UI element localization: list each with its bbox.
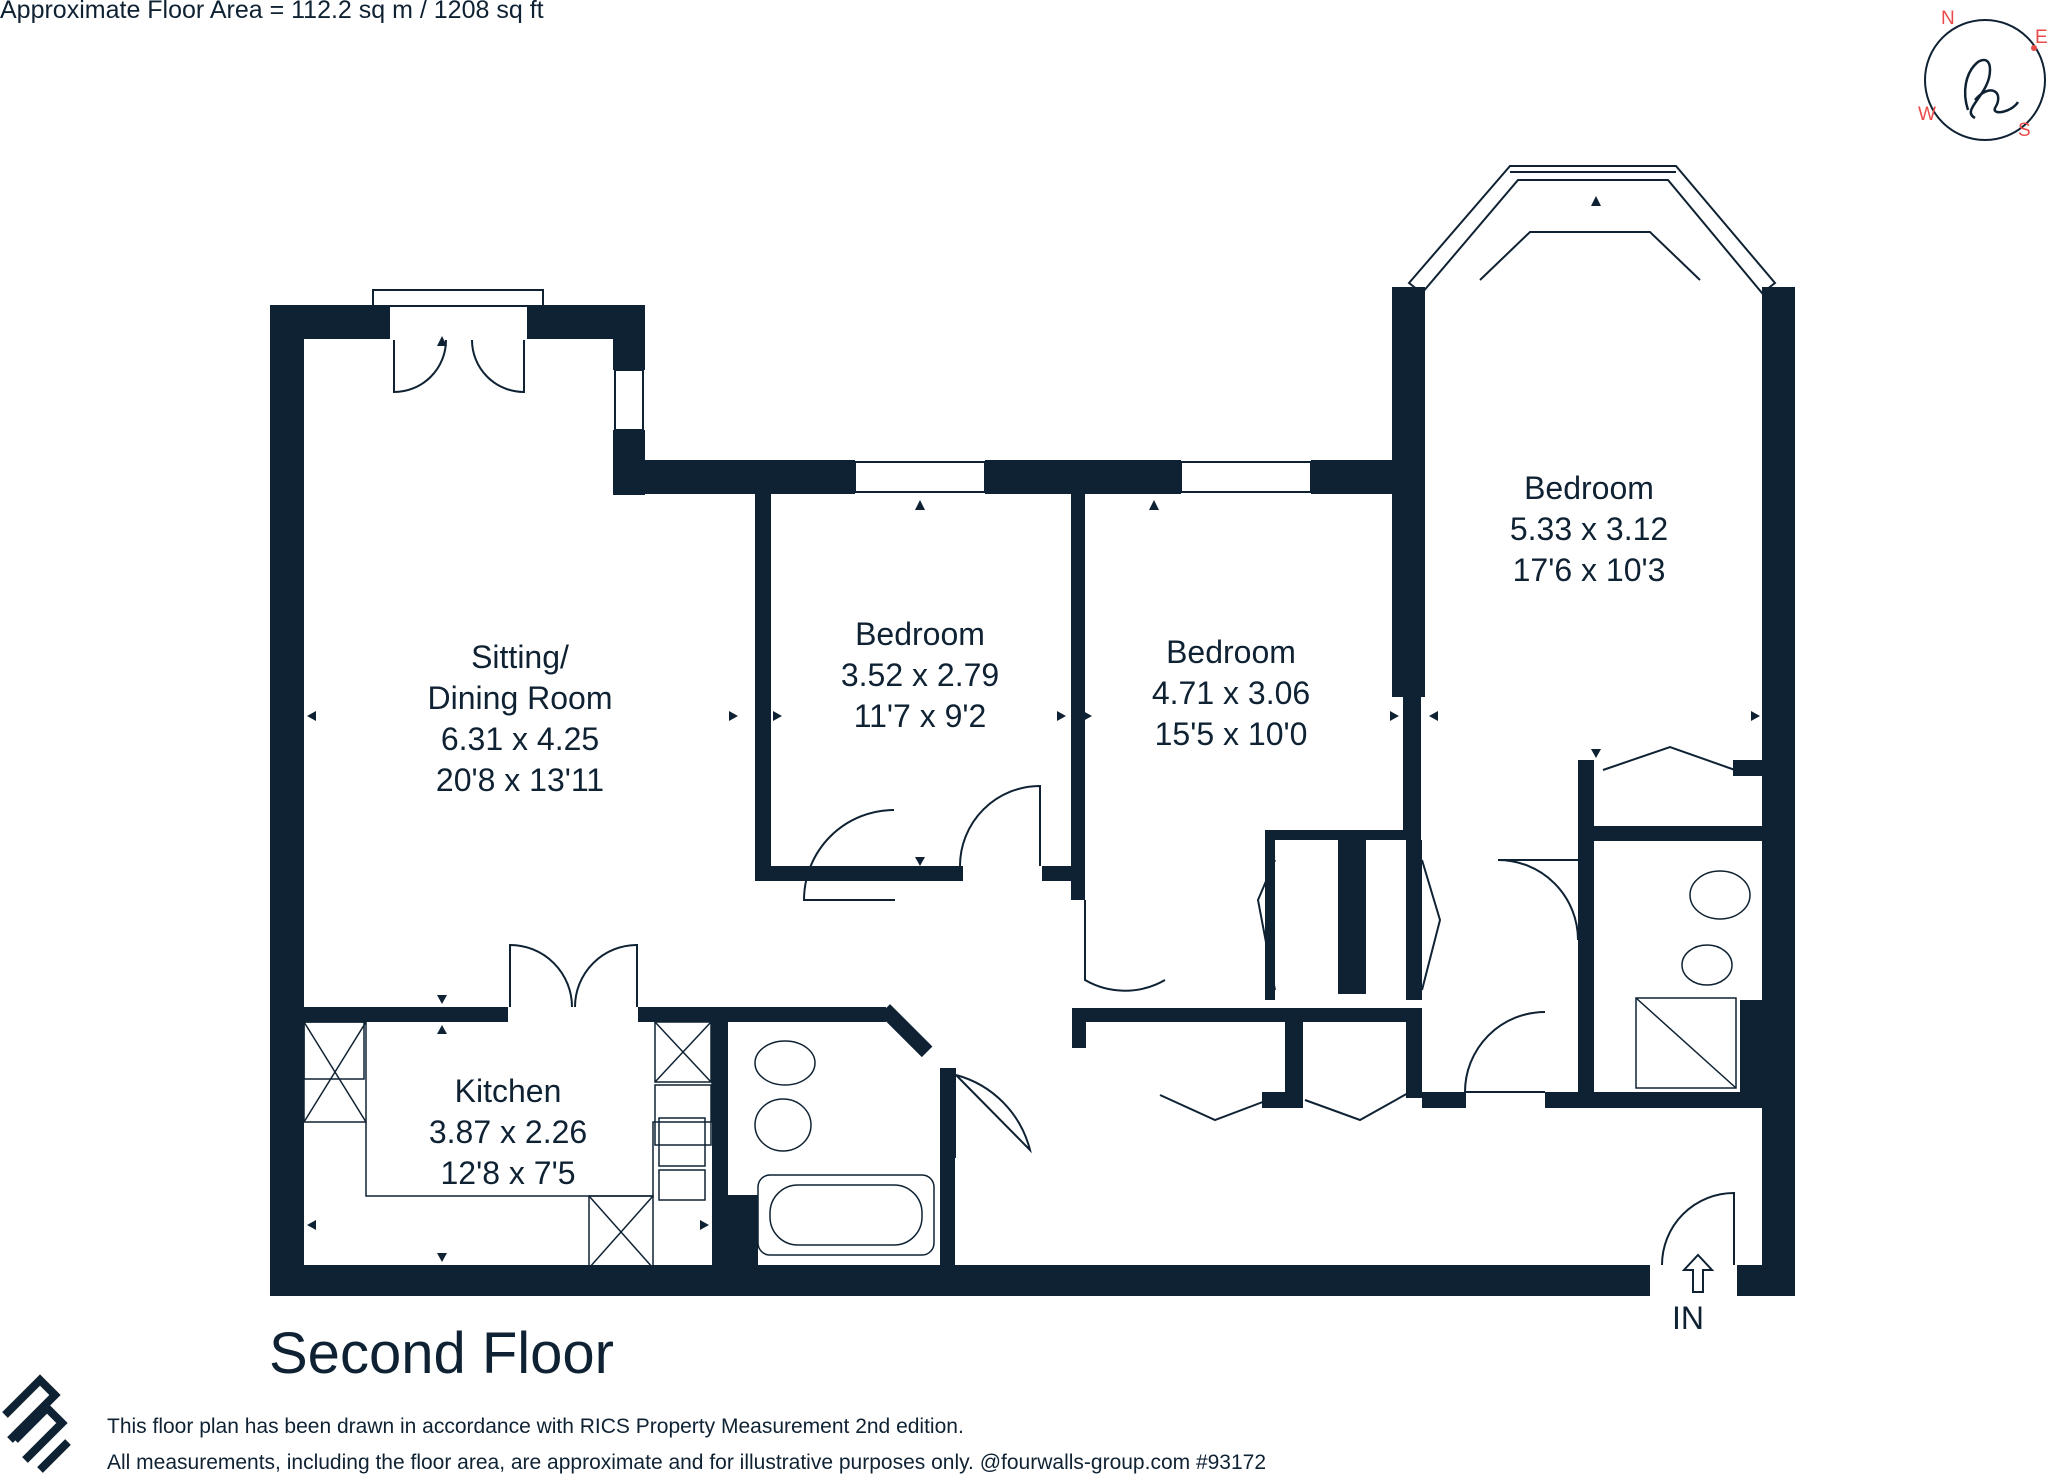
wall-ensuite-stub <box>1578 760 1594 782</box>
door-wardrobe-b <box>1421 859 1442 991</box>
wall-wardrobe-divider <box>1338 840 1366 994</box>
wall-hall-cupboard <box>1285 1008 1303 1108</box>
room-dimensions-imperial: 17'6 x 10'3 <box>1512 552 1666 588</box>
room-label-bedroom-3: Bedroom 5.33 x 3.12 17'6 x 10'3 <box>1474 468 1704 591</box>
bay-window <box>1407 165 1777 295</box>
window-bedroom2 <box>1180 461 1312 493</box>
floor-title: Second Floor <box>269 1321 614 1386</box>
wall-hall-stub <box>1072 1008 1086 1048</box>
room-dimensions-imperial: 11'7 x 9'2 <box>853 698 987 734</box>
entrance-label: IN <box>1672 1300 1704 1336</box>
wall-bedroom2-bottom <box>1265 830 1421 840</box>
wall-wardrobe-top <box>1733 760 1795 776</box>
entrance-arrow <box>1681 1253 1715 1293</box>
door-sitting <box>802 809 895 901</box>
wall-bath-right <box>940 1068 956 1158</box>
wall-top-mid-b <box>985 460 1181 494</box>
room-dimensions-metric: 6.31 x 4.25 <box>440 721 600 757</box>
door-wardrobe-a <box>1256 859 1276 991</box>
compass-north-label: N <box>1941 8 1955 29</box>
wall-bath-low <box>728 1195 758 1270</box>
footer-note-rics: This floor plan has been drawn in accord… <box>107 1415 964 1438</box>
footer-note-disclaimer: All measurements, including the floor ar… <box>107 1451 1267 1474</box>
compass-logo <box>1924 19 2046 141</box>
wall-bedroom2-right <box>1403 490 1421 840</box>
wall-bedroom1-bottom-b <box>1042 866 1072 881</box>
wall-kitchen-top-a <box>270 1007 508 1022</box>
wall-ensuite-bottom <box>1545 1092 1795 1108</box>
wall-bath-right-b <box>940 1158 955 1268</box>
room-dimensions-metric: 3.52 x 2.79 <box>840 657 1000 693</box>
room-dimensions-imperial: 20'8 x 13'11 <box>435 762 605 798</box>
door-cupboard-a <box>1159 1094 1269 1122</box>
windows <box>372 289 1312 493</box>
wall-hall-right <box>1406 1008 1422 1098</box>
wall-bath-top-b <box>879 1004 933 1058</box>
room-dimensions-imperial: 12'8 x 7'5 <box>440 1155 576 1191</box>
room-label-bedroom-1: Bedroom 3.52 x 2.79 11'7 x 9'2 <box>805 614 1035 737</box>
door-entrance <box>1661 1191 1735 1266</box>
wall-ensuite-left <box>1578 760 1594 1092</box>
bathroom-fittings <box>754 870 1751 1256</box>
door-bedroom2 <box>1084 900 1166 992</box>
door-bedroom1 <box>959 784 1041 867</box>
wall-bath-top <box>712 1007 886 1022</box>
compass-west-label: W <box>1918 104 1936 125</box>
door-balcony-left <box>393 339 447 394</box>
room-name: Kitchen <box>454 1073 562 1109</box>
room-label-bedroom-2: Bedroom 4.71 x 3.06 15'5 x 10'0 <box>1116 632 1346 755</box>
room-name: Sitting/ <box>471 639 569 675</box>
room-name: Dining Room <box>427 680 613 716</box>
wall-ensuite-top <box>1578 826 1795 841</box>
wall-top-left-a <box>270 305 390 339</box>
window-bedroom1 <box>854 461 986 493</box>
room-dimensions-imperial: 15'5 x 10'0 <box>1154 716 1308 752</box>
wall-kitchen-right <box>712 1022 728 1272</box>
wall-wardrobe-right <box>1406 840 1422 1000</box>
room-label-kitchen: Kitchen 3.87 x 2.26 12'8 x 7'5 <box>393 1071 623 1194</box>
room-dimensions-metric: 5.33 x 3.12 <box>1509 511 1669 547</box>
wall-bedroom1-left <box>755 490 771 880</box>
floor-area-caption: Approximate Floor Area = 112.2 sq m / 12… <box>0 0 544 24</box>
door-wardrobe-c <box>1602 745 1736 771</box>
wall-bedroom1-right <box>1071 490 1085 900</box>
door-kitchen-left <box>509 943 573 1008</box>
room-name: Bedroom <box>1524 470 1654 506</box>
door-cupboard-b <box>1304 1091 1411 1122</box>
wall-hall-bottom-b <box>1422 1092 1466 1108</box>
wall-ensuite-right-thick <box>1740 1000 1795 1100</box>
room-name: Bedroom <box>1166 634 1296 670</box>
room-dimensions-metric: 4.71 x 3.06 <box>1151 675 1311 711</box>
compass-east-label: E <box>2035 27 2048 48</box>
wall-top-mid-a <box>613 460 855 494</box>
dimension-markers <box>307 196 1760 1262</box>
fourwalls-logo <box>2 1374 71 1473</box>
door-swings <box>393 339 1736 1266</box>
wall-left-outer <box>270 305 304 1295</box>
door-bathroom <box>955 1074 1032 1154</box>
window-balcony <box>372 289 544 307</box>
wall-wardrobe-left <box>1265 840 1275 1000</box>
wall-hall-bottom-a <box>1262 1092 1302 1108</box>
door-kitchen-right <box>574 943 638 1008</box>
wall-hall-top <box>1072 1008 1422 1022</box>
window-side <box>614 369 644 431</box>
kitchen-fittings <box>303 1021 713 1269</box>
room-label-sitting-dining: Sitting/ Dining Room 6.31 x 4.25 20'8 x … <box>405 637 635 801</box>
wall-return-top <box>613 305 645 370</box>
door-balcony-right <box>471 339 525 394</box>
wall-bottom-outer <box>270 1265 1650 1296</box>
room-dimensions-metric: 3.87 x 2.26 <box>428 1114 588 1150</box>
door-ensuite <box>1497 859 1579 941</box>
room-name: Bedroom <box>855 616 985 652</box>
compass-south-label: S <box>2018 120 2031 141</box>
door-bedroom3 <box>1463 1011 1546 1093</box>
wall-right-outer <box>1762 287 1795 1295</box>
wall-bedroom1-bottom <box>755 866 963 881</box>
